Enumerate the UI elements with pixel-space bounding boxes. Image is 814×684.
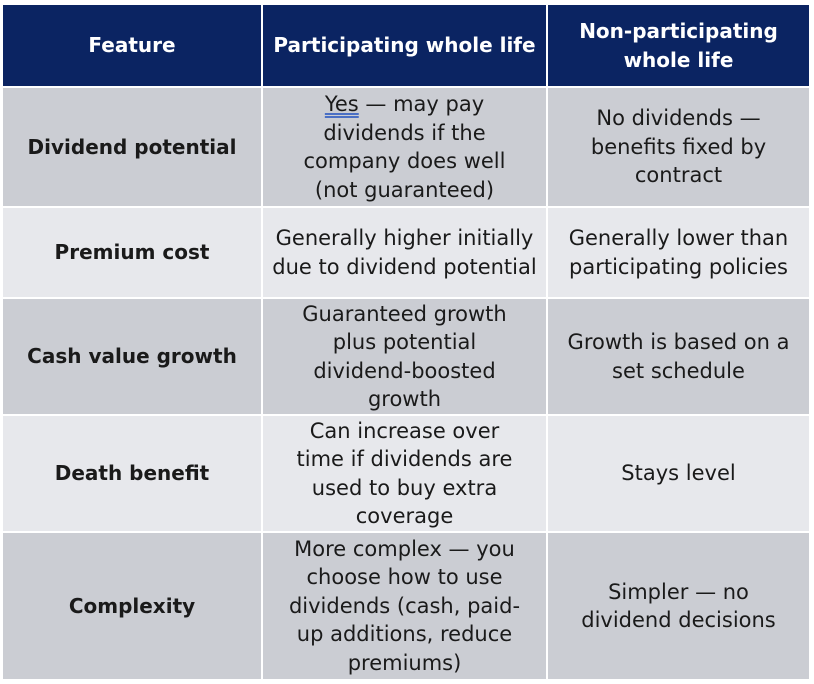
header-row: Feature Participating whole life Non-par… [1, 3, 811, 88]
yes-text: Yes [324, 92, 359, 116]
participating-cell: Guaranteed growth plus potential dividen… [261, 297, 548, 416]
feature-cell: Dividend potential [1, 86, 263, 208]
table-row: Death benefit Can increase over time if … [1, 414, 811, 533]
comparison-table: Feature Participating whole life Non-par… [1, 3, 811, 681]
table-row: Premium cost Generally higher initially … [1, 206, 811, 299]
feature-cell: Death benefit [1, 414, 263, 533]
non-participating-cell: Stays level [546, 414, 811, 533]
feature-cell: Premium cost [1, 206, 263, 299]
participating-cell: Yes — may pay dividends if the company d… [261, 86, 548, 208]
header-feature: Feature [1, 3, 263, 88]
participating-cell: Generally higher initially due to divide… [261, 206, 548, 299]
non-participating-cell: Simpler — no dividend decisions [546, 531, 811, 681]
table-row: Cash value growth Guaranteed growth plus… [1, 297, 811, 416]
non-participating-cell: No dividends — benefits fixed by contrac… [546, 86, 811, 208]
participating-text: — may pay dividends if the company does … [303, 92, 506, 202]
non-participating-cell: Generally lower than participating polic… [546, 206, 811, 299]
header-participating: Participating whole life [261, 3, 548, 88]
header-non-participating: Non-participating whole life [546, 3, 811, 88]
feature-cell: Cash value growth [1, 297, 263, 416]
table-row: Complexity More complex — you choose how… [1, 531, 811, 681]
participating-cell: More complex — you choose how to use div… [261, 531, 548, 681]
non-participating-cell: Growth is based on a set schedule [546, 297, 811, 416]
feature-cell: Complexity [1, 531, 263, 681]
table-row: Dividend potential Yes — may pay dividen… [1, 86, 811, 208]
participating-cell: Can increase over time if dividends are … [261, 414, 548, 533]
